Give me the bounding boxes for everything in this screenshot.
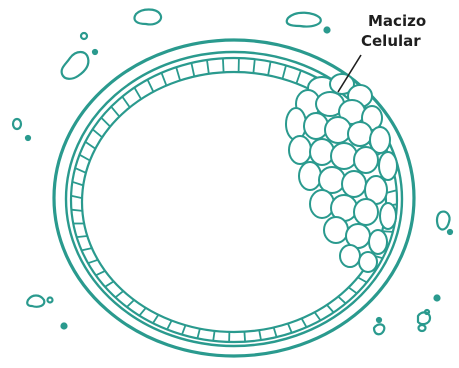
trophoblast-cell-wall: [176, 67, 180, 80]
trophoblast-cell-wall: [268, 62, 271, 76]
debris-dot: [26, 136, 30, 140]
trophoblast-cell-wall: [122, 97, 130, 108]
debris-blob: [287, 13, 321, 27]
inner-cell-mass-cell: [340, 245, 360, 267]
debris-dot: [81, 33, 87, 39]
debris-dot: [93, 50, 97, 54]
trophoblast-cell-wall: [162, 73, 167, 86]
trophoblast-cell-wall: [71, 210, 82, 211]
inner-cell-mass-cell: [369, 230, 387, 254]
inner-cell-mass-cell: [354, 199, 378, 225]
inner-cell-mass-cell: [289, 136, 311, 164]
inner-cell-mass-cell: [354, 147, 378, 173]
trophoblast-cell-wall: [82, 248, 92, 250]
debris-dot: [62, 324, 67, 329]
inner-cell-mass-cell: [324, 217, 348, 243]
inner-cell-mass-cell: [304, 113, 328, 139]
debris-dot: [448, 230, 452, 234]
trophoblast-cell-wall: [358, 277, 367, 282]
trophoblast-cell-wall: [296, 71, 301, 84]
trophoblast-cell-wall: [223, 58, 224, 72]
debris-dot: [48, 298, 53, 303]
debris-blob: [62, 52, 89, 79]
inner-cell-mass-cell: [310, 139, 334, 165]
trophoblast-cell-wall: [101, 118, 110, 127]
trophoblast-cell-wall: [127, 300, 134, 307]
inner-cell-mass-cell: [310, 190, 334, 218]
debris-dot: [325, 28, 330, 33]
trophoblast-cell-wall: [85, 142, 95, 149]
trophoblast-cell-wall: [167, 321, 172, 330]
trophoblast-cell-wall: [148, 80, 154, 92]
trophoblast-cell-wall: [315, 312, 321, 320]
trophoblast-cell-wall: [93, 129, 103, 137]
trophoblast-cell-wall: [288, 324, 292, 333]
debris-blob: [374, 324, 384, 334]
inner-cell-mass-cell: [348, 122, 372, 146]
trophoblast-cell-wall: [134, 88, 141, 100]
inner-cell-mass-cell: [299, 162, 321, 190]
debris-blob: [134, 10, 161, 25]
trophoblast-cell-wall: [75, 168, 86, 173]
trophoblast-cell-wall: [349, 287, 357, 293]
trophoblast-cell-wall: [191, 63, 194, 77]
trophoblast-cell-wall: [338, 297, 346, 304]
trophoblast-cell-wall: [115, 291, 123, 297]
debris-dot: [377, 318, 381, 322]
inner-cell-mass-cell: [342, 171, 366, 197]
trophoblast-cell-wall: [72, 182, 83, 186]
trophoblast-cell-wall: [182, 325, 186, 334]
trophoblast-cell-wall: [207, 60, 209, 74]
debris-cell: [419, 325, 426, 331]
debris-cell: [13, 119, 21, 129]
trophoblast-cell-wall: [153, 315, 159, 323]
trophoblast-cell-wall: [213, 331, 214, 341]
label-line-2: Celular: [361, 32, 421, 50]
debris-dot: [435, 296, 440, 301]
label-line-1: Macizo: [368, 12, 426, 30]
debris-blob: [27, 296, 44, 307]
trophoblast-cell-wall: [71, 196, 82, 198]
trophoblast-cell-wall: [88, 260, 98, 263]
trophoblast-cell-wall: [253, 59, 254, 73]
trophoblast-cell-wall: [327, 305, 334, 313]
trophoblast-cell-wall: [259, 330, 261, 340]
trophoblast-cell-wall: [283, 65, 287, 78]
inner-cell-mass-cell: [380, 203, 396, 229]
inner-cell-mass-cell: [325, 117, 351, 143]
trophoblast-cell-wall: [274, 328, 277, 338]
trophoblast-cell-wall: [96, 271, 105, 275]
trophoblast-cell-wall: [244, 332, 245, 342]
inner-cell-mass-cell: [379, 152, 397, 180]
trophoblast-cell-wall: [197, 329, 200, 339]
debris-blob: [437, 212, 450, 230]
trophoblast-cell-wall: [302, 318, 307, 327]
trophoblast-cell-wall: [77, 236, 88, 237]
trophoblast-cell-wall: [111, 107, 119, 117]
inner-cell-mass-cell: [331, 143, 357, 169]
trophoblast-cell-wall: [105, 281, 114, 286]
trophoblast-cell-wall: [139, 308, 145, 316]
inner-cell-mass-cell: [286, 108, 306, 140]
inner-cell-mass-cell: [359, 252, 377, 272]
trophoblast-cell-wall: [80, 155, 90, 161]
